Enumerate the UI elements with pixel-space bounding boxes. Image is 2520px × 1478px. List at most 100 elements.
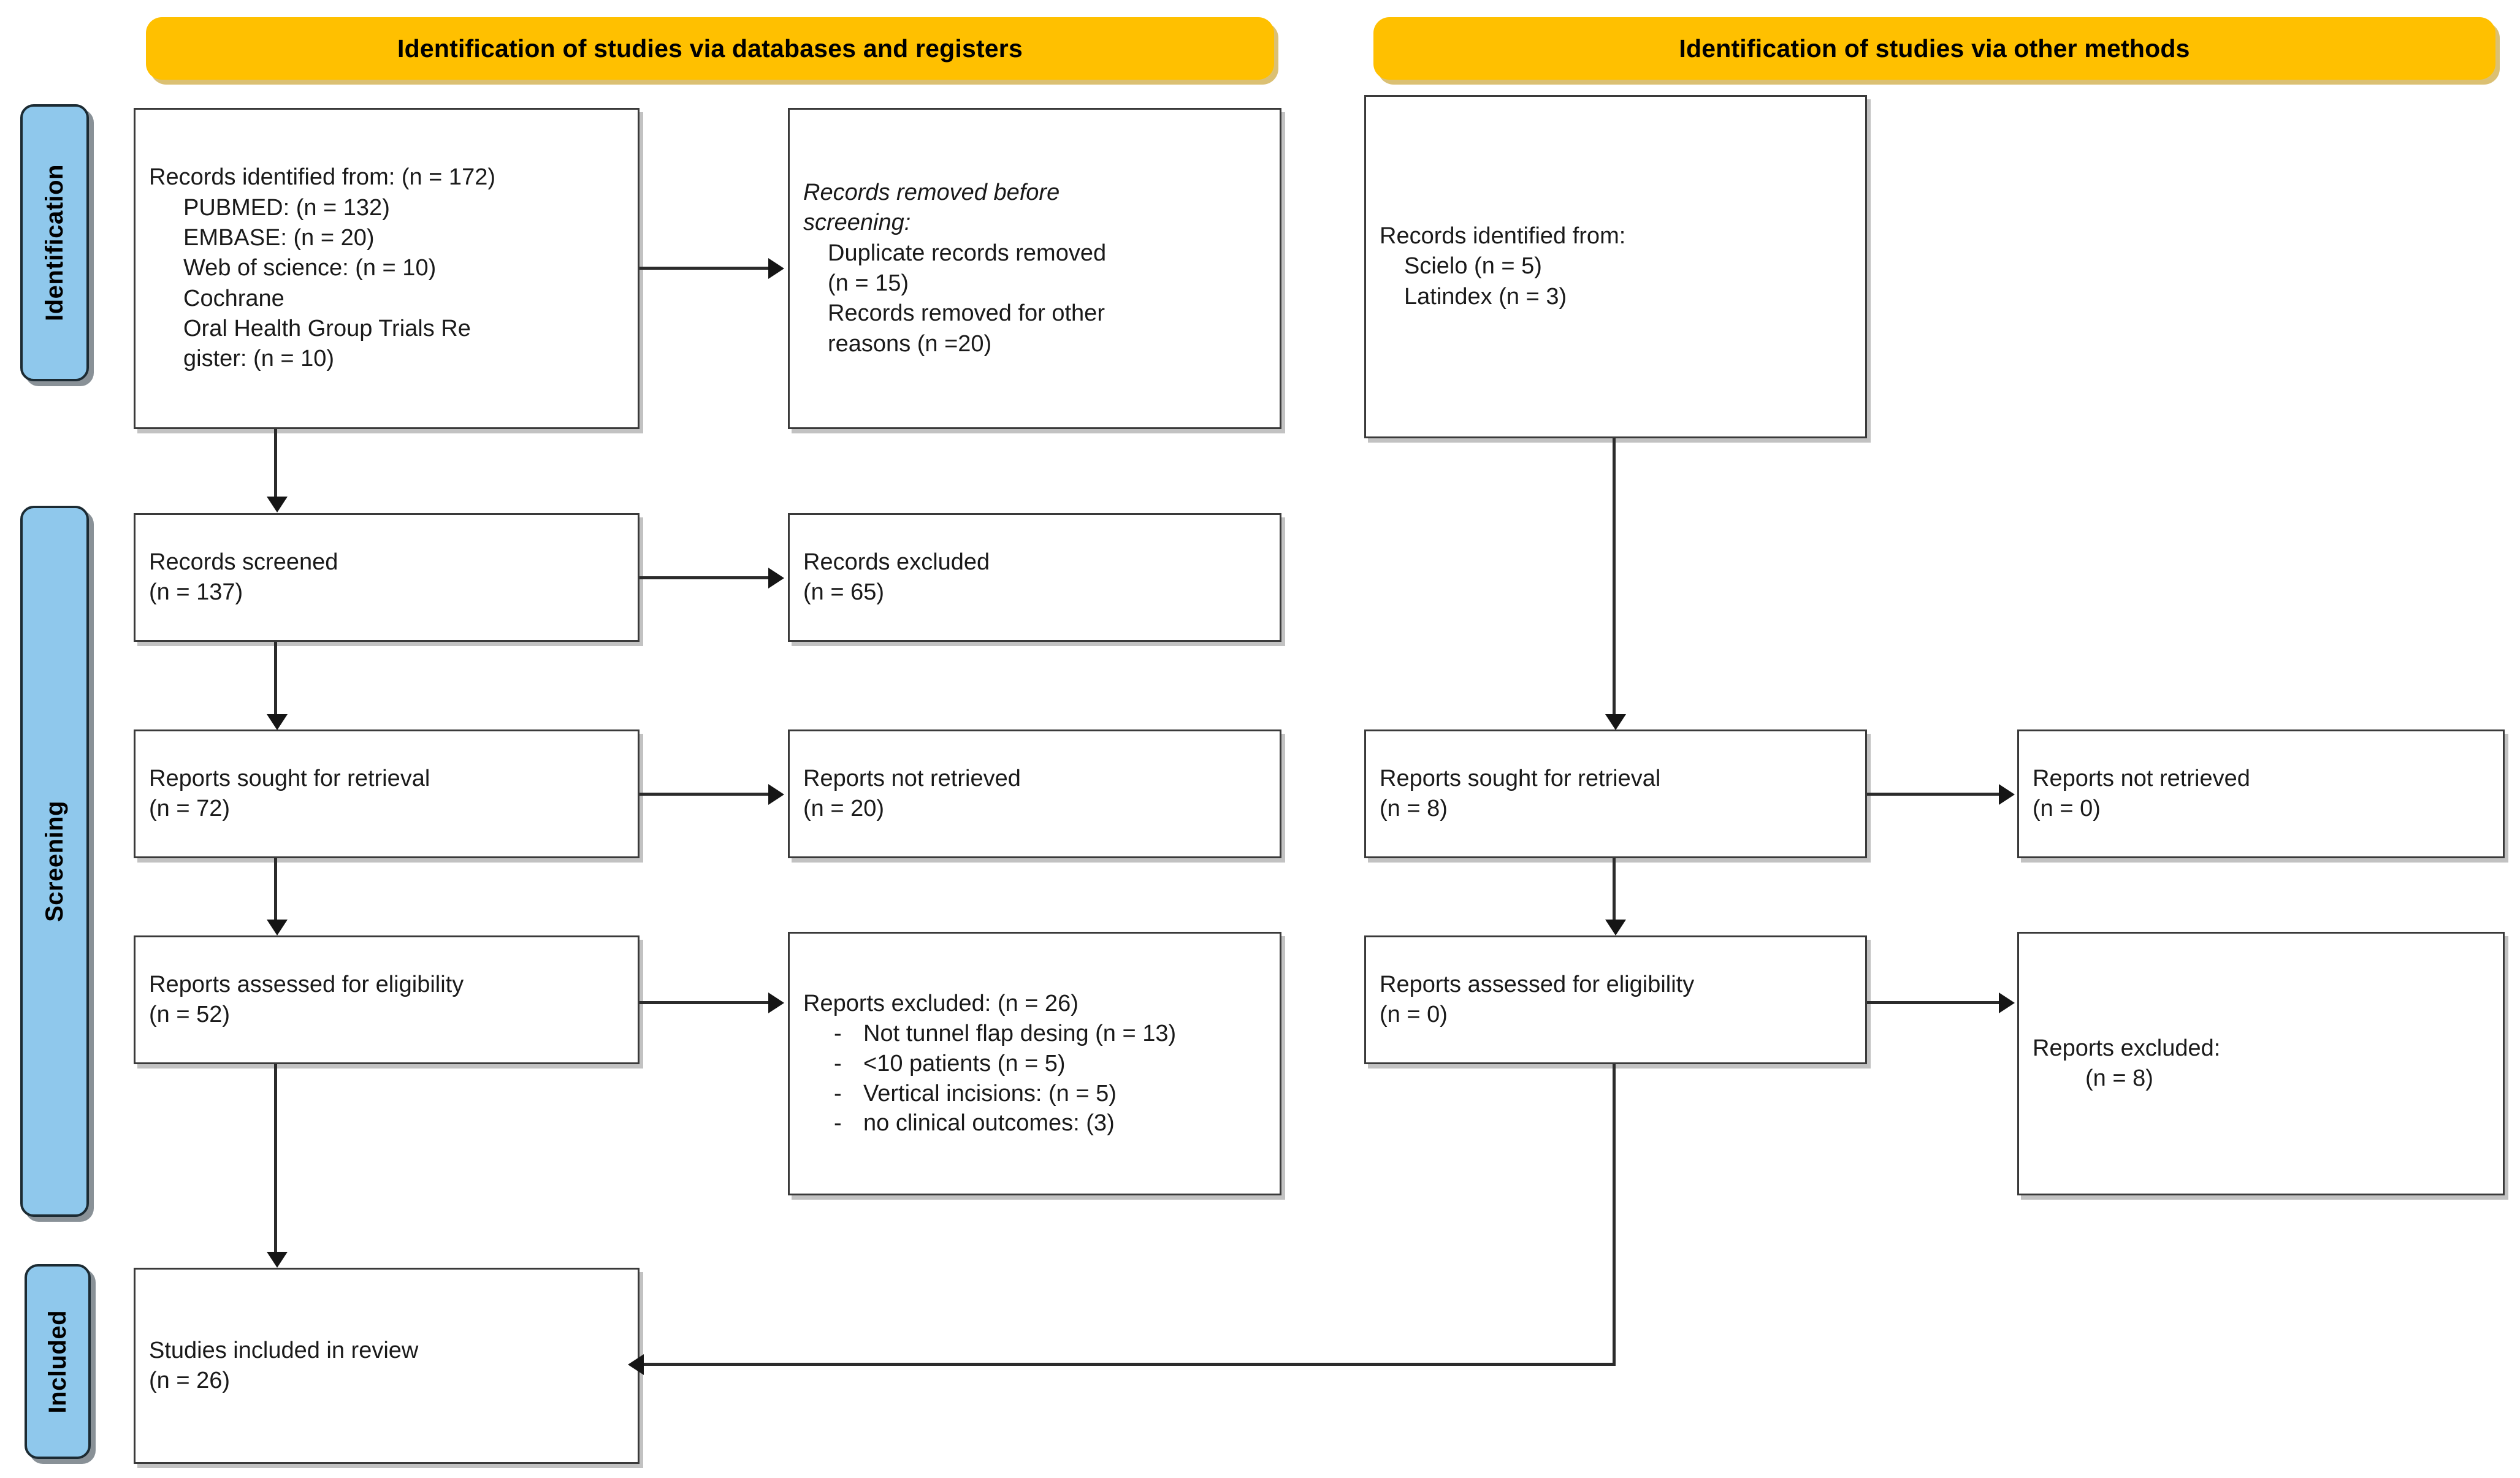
bullet-dash-icon: - — [834, 1021, 842, 1047]
stage-tab-screening: Screening — [20, 506, 89, 1217]
records-identified-other-line-1: Scielo (n = 5) — [1404, 253, 1542, 280]
reports-assessed-other-line-1: (n = 0) — [1380, 1002, 1448, 1027]
reports-excluded-db-reason-0: Not tunnel flap desing (n = 13) — [863, 1021, 1177, 1047]
box-reports-not-retrieved-databases: Reports not retrieved (n = 20) — [788, 729, 1281, 858]
reports-assessed-other-line-0: Reports assessed for eligibility — [1380, 971, 1695, 997]
box-records-removed-before-screening: Records removed before screening: Duplic… — [788, 108, 1281, 429]
reports-not-retrieved-other-line-0: Reports not retrieved — [2033, 765, 2250, 791]
list-item: - <10 patients (n = 5) — [803, 1049, 1266, 1079]
box-reports-sought-databases: Reports sought for retrieval (n = 72) — [134, 729, 640, 858]
records-identified-db-line-5: Oral Health Group Trials Re — [183, 316, 471, 342]
arrowhead-sought-to-notretrieved-db — [768, 784, 784, 805]
stage-tab-screening-label: Screening — [40, 801, 68, 922]
list-item: - Vertical incisions: (n = 5) — [803, 1079, 1266, 1109]
box-reports-sought-other: Reports sought for retrieval (n = 8) — [1364, 729, 1867, 858]
reports-sought-db-line-0: Reports sought for retrieval — [149, 765, 430, 791]
stage-tab-included-label: Included — [44, 1309, 71, 1414]
box-records-identified-other: Records identified from: Scielo (n = 5) … — [1364, 95, 1867, 438]
connector-assessed-to-excluded-other — [1867, 1001, 1999, 1004]
reports-excluded-db-heading: Reports excluded: (n = 26) — [803, 991, 1079, 1017]
reports-excluded-db-reason-2: Vertical incisions: (n = 5) — [863, 1080, 1117, 1107]
records-identified-db-line-6: gister: (n = 10) — [183, 346, 335, 372]
connector-identified-other-to-sought-other — [1613, 438, 1616, 714]
records-removed-line-2: Duplicate records removed — [828, 240, 1107, 266]
connector-assessed-other-down — [1613, 1064, 1616, 1365]
records-removed-line-5: reasons (n =20) — [828, 330, 992, 357]
banner-databases-label: Identification of studies via databases … — [397, 34, 1023, 63]
box-records-identified-databases: Records identified from: (n = 172) PUBME… — [134, 108, 640, 429]
connector-assessed-to-included — [274, 1064, 277, 1252]
connector-sought-to-notretrieved-other — [1867, 793, 1999, 796]
list-item: - Not tunnel flap desing (n = 13) — [803, 1019, 1266, 1049]
records-identified-db-line-4: Cochrane — [183, 285, 284, 311]
arrowhead-assessed-other-to-included — [628, 1354, 644, 1375]
reports-excluded-db-reason-1: <10 patients (n = 5) — [863, 1051, 1066, 1077]
reports-sought-other-line-1: (n = 8) — [1380, 796, 1448, 821]
records-identified-db-line-1: PUBMED: (n = 132) — [183, 194, 390, 221]
records-removed-line-4: Records removed for other — [828, 300, 1105, 327]
arrowhead-sought-to-notretrieved-other — [1999, 784, 2015, 805]
records-identified-other-line-2: Latindex (n = 3) — [1404, 283, 1567, 310]
stage-tab-identification: Identification — [20, 104, 89, 381]
records-removed-line-1: screening: — [803, 210, 911, 236]
reports-excluded-db-reason-list: - Not tunnel flap desing (n = 13) - <10 … — [803, 1019, 1266, 1138]
arrowhead-sought-to-assessed-other — [1605, 920, 1626, 935]
arrowhead-identified-other-to-sought-other — [1605, 714, 1626, 730]
reports-excluded-other-line-1: (n = 8) — [2085, 1065, 2153, 1091]
list-item: - no clinical outcomes: (3) — [803, 1108, 1266, 1138]
reports-not-retrieved-db-line-1: (n = 20) — [803, 796, 885, 821]
connector-sought-to-notretrieved-db — [640, 793, 768, 796]
box-reports-not-retrieved-other: Reports not retrieved (n = 0) — [2017, 729, 2505, 858]
bullet-dash-icon: - — [834, 1110, 842, 1137]
stage-tab-identification-label: Identification — [40, 164, 68, 321]
records-excluded-line-1: (n = 65) — [803, 579, 885, 605]
banner-databases-registers: Identification of studies via databases … — [146, 17, 1274, 80]
records-identified-db-line-3: Web of science: (n = 10) — [183, 255, 437, 281]
arrowhead-identified-to-removed — [768, 258, 784, 279]
bullet-dash-icon: - — [834, 1080, 842, 1107]
arrowhead-assessed-to-excluded-db — [768, 992, 784, 1013]
box-studies-included: Studies included in review (n = 26) — [134, 1268, 640, 1464]
reports-sought-db-line-1: (n = 72) — [149, 796, 231, 821]
studies-included-line-0: Studies included in review — [149, 1337, 419, 1363]
reports-assessed-db-line-0: Reports assessed for eligibility — [149, 971, 464, 997]
box-reports-assessed-other: Reports assessed for eligibility (n = 0) — [1364, 935, 1867, 1064]
reports-excluded-db-reason-3: no clinical outcomes: (3) — [863, 1110, 1115, 1137]
records-screened-line-1: (n = 137) — [149, 579, 243, 605]
records-removed-line-0: Records removed before — [803, 179, 1060, 205]
stage-tab-included: Included — [25, 1264, 91, 1459]
records-identified-db-line-0: Records identified from: (n = 172) — [149, 164, 495, 191]
reports-excluded-other-line-0: Reports excluded: — [2033, 1035, 2221, 1061]
reports-not-retrieved-db-line-0: Reports not retrieved — [803, 765, 1021, 791]
box-reports-assessed-databases: Reports assessed for eligibility (n = 52… — [134, 935, 640, 1064]
arrowhead-assessed-to-included — [267, 1252, 288, 1268]
box-reports-excluded-databases: Reports excluded: (n = 26) - Not tunnel … — [788, 932, 1281, 1195]
bullet-dash-icon: - — [834, 1051, 842, 1077]
records-screened-line-0: Records screened — [149, 549, 338, 575]
records-excluded-line-0: Records excluded — [803, 549, 990, 575]
studies-included-line-1: (n = 26) — [149, 1368, 231, 1393]
arrowhead-assessed-to-excluded-other — [1999, 992, 2015, 1013]
connector-assessed-other-to-included — [644, 1363, 1616, 1366]
connector-screened-to-excluded — [640, 576, 768, 579]
box-records-excluded: Records excluded (n = 65) — [788, 513, 1281, 642]
connector-sought-to-assessed-other — [1613, 858, 1616, 920]
connector-sought-to-assessed-db — [274, 858, 277, 920]
connector-screened-to-sought — [274, 642, 277, 714]
box-records-screened: Records screened (n = 137) — [134, 513, 640, 642]
reports-sought-other-line-0: Reports sought for retrieval — [1380, 765, 1661, 791]
connector-assessed-to-excluded-db — [640, 1001, 768, 1004]
banner-other-label: Identification of studies via other meth… — [1679, 34, 2190, 63]
arrowhead-identified-to-screened — [267, 497, 288, 512]
records-removed-line-3: (n = 15) — [828, 270, 909, 296]
connector-identified-to-screened — [274, 429, 277, 497]
arrowhead-screened-to-sought — [267, 714, 288, 730]
arrowhead-sought-to-assessed-db — [267, 920, 288, 935]
arrowhead-screened-to-excluded — [768, 568, 784, 589]
banner-other-methods: Identification of studies via other meth… — [1373, 17, 2495, 80]
reports-not-retrieved-other-line-1: (n = 0) — [2033, 796, 2101, 821]
records-identified-other-line-0: Records identified from: — [1380, 223, 1626, 249]
connector-identified-to-removed — [640, 267, 768, 270]
reports-assessed-db-line-1: (n = 52) — [149, 1002, 231, 1027]
